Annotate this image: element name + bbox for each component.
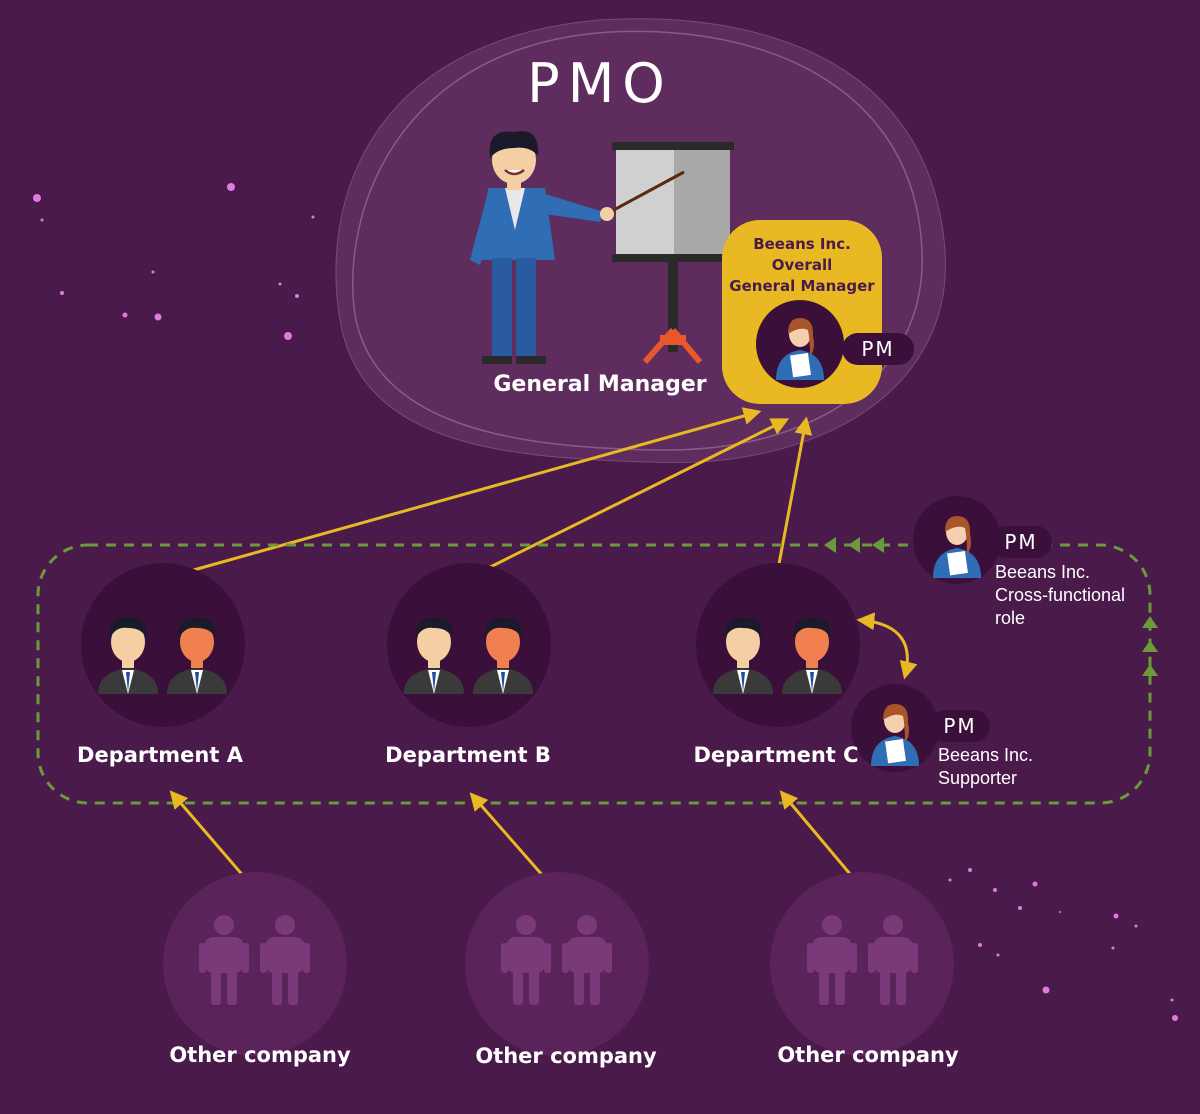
supporter-line: Beeans Inc. xyxy=(938,745,1034,765)
overall-gm-label-line: General Manager xyxy=(729,277,875,295)
other-company-3-label: Other company xyxy=(777,1043,959,1067)
department-c-group xyxy=(696,563,860,727)
department-boundary xyxy=(36,543,1152,805)
overall-gm-pm-tag: PM xyxy=(842,333,914,365)
supporter-description: Beeans Inc. Supporter xyxy=(938,744,1033,790)
gm-links xyxy=(154,407,813,585)
presentation-board-icon xyxy=(612,142,734,364)
department-b-label: Department B xyxy=(385,743,551,767)
cross-functional-line: role xyxy=(995,608,1026,628)
other-company-2-group xyxy=(465,872,649,1056)
overall-gm-label-line: Overall xyxy=(771,256,833,274)
department-a-label: Department A xyxy=(77,743,243,767)
supporter-link xyxy=(856,612,918,680)
cross-functional-description: Beeans Inc. Cross-functional role xyxy=(995,561,1125,630)
cross-functional-line: Cross-functional xyxy=(995,585,1126,605)
overall-gm-label: Beeans Inc. Overall General Manager xyxy=(722,234,882,297)
other-company-1-group xyxy=(163,872,347,1056)
other-company-3-group xyxy=(770,872,954,1056)
cross-functional-line: Beeans Inc. xyxy=(995,562,1091,582)
supporter-pm-tag: PM xyxy=(930,710,990,742)
general-manager-label: General Manager xyxy=(493,372,707,397)
overall-gm-label-line: Beeans Inc. xyxy=(753,235,851,253)
supporter-line: Supporter xyxy=(938,768,1018,788)
flow-arrows xyxy=(824,537,1158,676)
department-a-group xyxy=(81,563,245,727)
other-company-2-label: Other company xyxy=(475,1044,657,1068)
star-field xyxy=(33,183,1178,1021)
general-manager-figure xyxy=(470,131,685,364)
department-c-label: Department C xyxy=(693,743,859,767)
cross-functional-pm-tag: PM xyxy=(990,526,1052,558)
other-company-1-label: Other company xyxy=(169,1043,351,1067)
pmo-title: PMO xyxy=(527,52,673,115)
department-b-group xyxy=(387,563,551,727)
